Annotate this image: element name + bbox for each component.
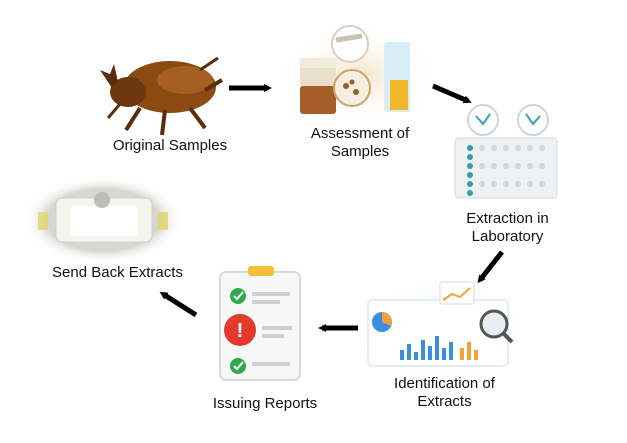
label-assessment-line2: Samples [330,143,390,160]
label-identification-line1: Identification of [394,375,495,392]
label-send-back: Send Back Extracts [52,264,183,281]
svg-text:!: ! [237,320,244,342]
beetle-icon [100,56,224,136]
label-assessment-line1: Assessment of [310,125,410,142]
analytics-dashboard-icon [350,278,530,382]
arrow-assessment-to-extraction [432,83,472,104]
label-extraction-line2: Laboratory [471,228,544,245]
label-identification-line2: Extracts [417,393,472,410]
label-identification: Identification of Extracts [372,375,517,411]
sample-tray-icon [23,176,183,264]
arrow-reports-to-sendback [159,291,198,318]
label-extraction-line1: Extraction in [466,210,549,227]
label-issuing-reports: Issuing Reports [212,395,318,412]
well-plate-icon [454,104,558,199]
label-assessment: Assessment of Samples [290,125,430,161]
arrow-extraction-to-identification [477,250,504,284]
checklist-report-icon: ! [219,266,301,381]
lab-jars-icon [280,25,440,125]
label-original-samples: Original Samples [112,137,228,154]
label-extraction: Extraction in Laboratory [440,210,575,246]
